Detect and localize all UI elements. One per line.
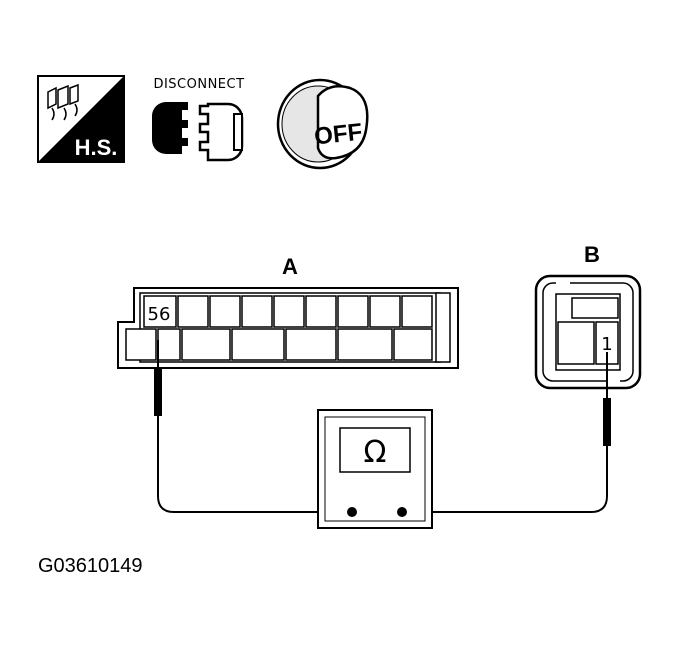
connector-a-bottom-row: [125, 328, 433, 361]
ohm-symbol-icon: Ω: [364, 435, 387, 470]
connector-b-label: B: [584, 242, 600, 267]
harness-symbol-text: H.S.: [75, 135, 118, 160]
harness-symbol-icon: H.S.: [37, 75, 125, 163]
test-lead-right: [402, 352, 611, 513]
connector-a-label: A: [282, 254, 298, 279]
connector-a-top-row: [143, 295, 433, 328]
figure-code: G03610149: [38, 555, 143, 577]
ignition-key-text: OFF: [313, 119, 364, 151]
connector-b: B 1: [534, 242, 642, 390]
connector-b-terminal: 1: [601, 334, 612, 355]
ohmmeter-terminal-positive: [397, 507, 407, 517]
connector-a-terminal: 56: [148, 304, 171, 325]
test-lead-left: [154, 340, 352, 513]
connector-a: A 56: [117, 254, 459, 369]
ohmmeter-terminal-negative: [347, 507, 357, 517]
connector-sketch-icon: [47, 83, 79, 121]
disconnect-icon: DISCONNECT: [152, 77, 244, 162]
ohmmeter: Ω: [317, 409, 433, 529]
disconnect-caption: DISCONNECT: [153, 77, 244, 92]
ignition-key-off-icon: OFF: [276, 78, 369, 170]
